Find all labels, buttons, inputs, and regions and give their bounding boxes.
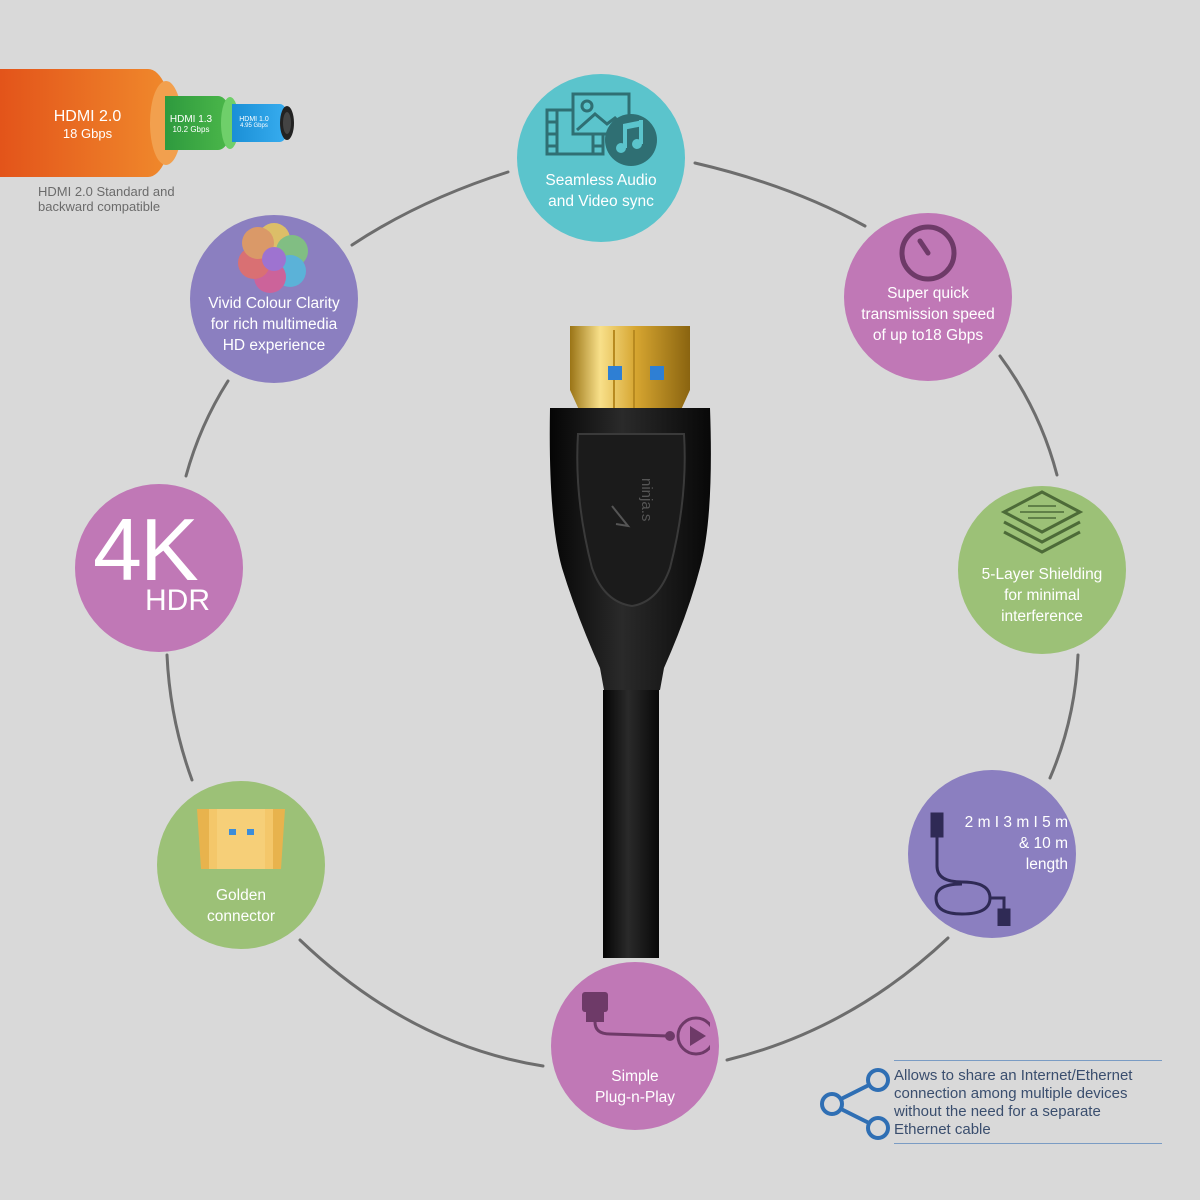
feature-shielding: 5-Layer Shielding for minimal interferen…	[958, 486, 1126, 654]
plug-play-line2: Plug-n-Play	[594, 1089, 676, 1106]
plug-play-icon	[582, 992, 710, 1056]
share-icon	[820, 1068, 890, 1140]
speed-line2: transmission speed	[861, 306, 995, 323]
hdmi13-speed: 10.2 Gbps	[172, 125, 210, 134]
ethernet-line4: Ethernet cable	[894, 1121, 991, 1138]
length-line3: length	[1025, 856, 1068, 873]
hdr-small: HDR	[145, 584, 210, 617]
golden-line1: Golden	[216, 887, 266, 904]
feature-audio-video: Seamless Audio and Video sync	[517, 74, 685, 242]
hdmi-cable-image: ninja.s	[549, 326, 711, 958]
feature-length: 2 m I 3 m I 5 m & 10 m length	[908, 770, 1076, 938]
hdmi-caption-line1: HDMI 2.0 Standard and	[38, 184, 175, 199]
colour-line3: HD experience	[222, 337, 326, 354]
colour-line2: for rich multimedia	[210, 316, 338, 333]
audio-video-line1: Seamless Audio	[545, 172, 657, 189]
speed-line3: of up to18 Gbps	[872, 327, 984, 344]
hdmi13-label: HDMI 1.3	[169, 114, 213, 125]
color-wheel-icon	[238, 223, 308, 293]
audio-video-line2: and Video sync	[548, 193, 654, 210]
ethernet-line3: without the need for a separate	[894, 1103, 1101, 1120]
feature-plug-play: Simple Plug-n-Play	[551, 962, 719, 1130]
hdmi10-speed: 4.95 Gbps	[240, 123, 268, 129]
shielding-line1: 5-Layer Shielding	[981, 566, 1103, 583]
feature-colour: Vivid Colour Clarity for rich multimedia…	[190, 215, 358, 383]
ethernet-line2: connection among multiple devices	[894, 1085, 1128, 1102]
speed-line1: Super quick	[887, 285, 969, 302]
hdmi-version-graphic: HDMI 2.0 18 Gbps HDMI 1.3 10.2 Gbps HDMI…	[0, 68, 300, 185]
coiled-cable-icon	[930, 812, 1011, 926]
feature-speed: Super quick transmission speed of up to1…	[844, 213, 1012, 381]
hdmi10-label: HDMI 1.0	[239, 116, 269, 123]
hdmi-caption-line2: backward compatible	[38, 199, 161, 214]
hdr-big: 4K	[93, 500, 199, 599]
layers-icon	[1000, 490, 1084, 554]
shielding-line2: for minimal	[1004, 587, 1080, 604]
length-line2: & 10 m	[1018, 835, 1068, 852]
hdmi20-speed: 18 Gbps	[62, 126, 113, 141]
colour-line1: Vivid Colour Clarity	[208, 295, 340, 312]
feature-4k-hdr: 4K HDR	[75, 484, 243, 652]
plug-play-line1: Simple	[611, 1068, 659, 1085]
shielding-line3: interference	[1001, 608, 1083, 625]
cable-brand: ninja.s	[638, 478, 655, 521]
gold-connector-icon	[197, 809, 285, 869]
hdmi-caption: HDMI 2.0 Standard and backward compatibl…	[38, 184, 175, 214]
golden-line2: connector	[206, 908, 276, 925]
hdmi20-label: HDMI 2.0	[53, 108, 122, 125]
media-music-icon	[545, 92, 657, 166]
speedometer-icon	[899, 224, 957, 282]
ethernet-line1: Allows to share an Internet/Ethernet	[894, 1067, 1133, 1084]
feature-golden: Golden connector	[157, 781, 325, 949]
length-line1: 2 m I 3 m I 5 m	[964, 814, 1068, 831]
